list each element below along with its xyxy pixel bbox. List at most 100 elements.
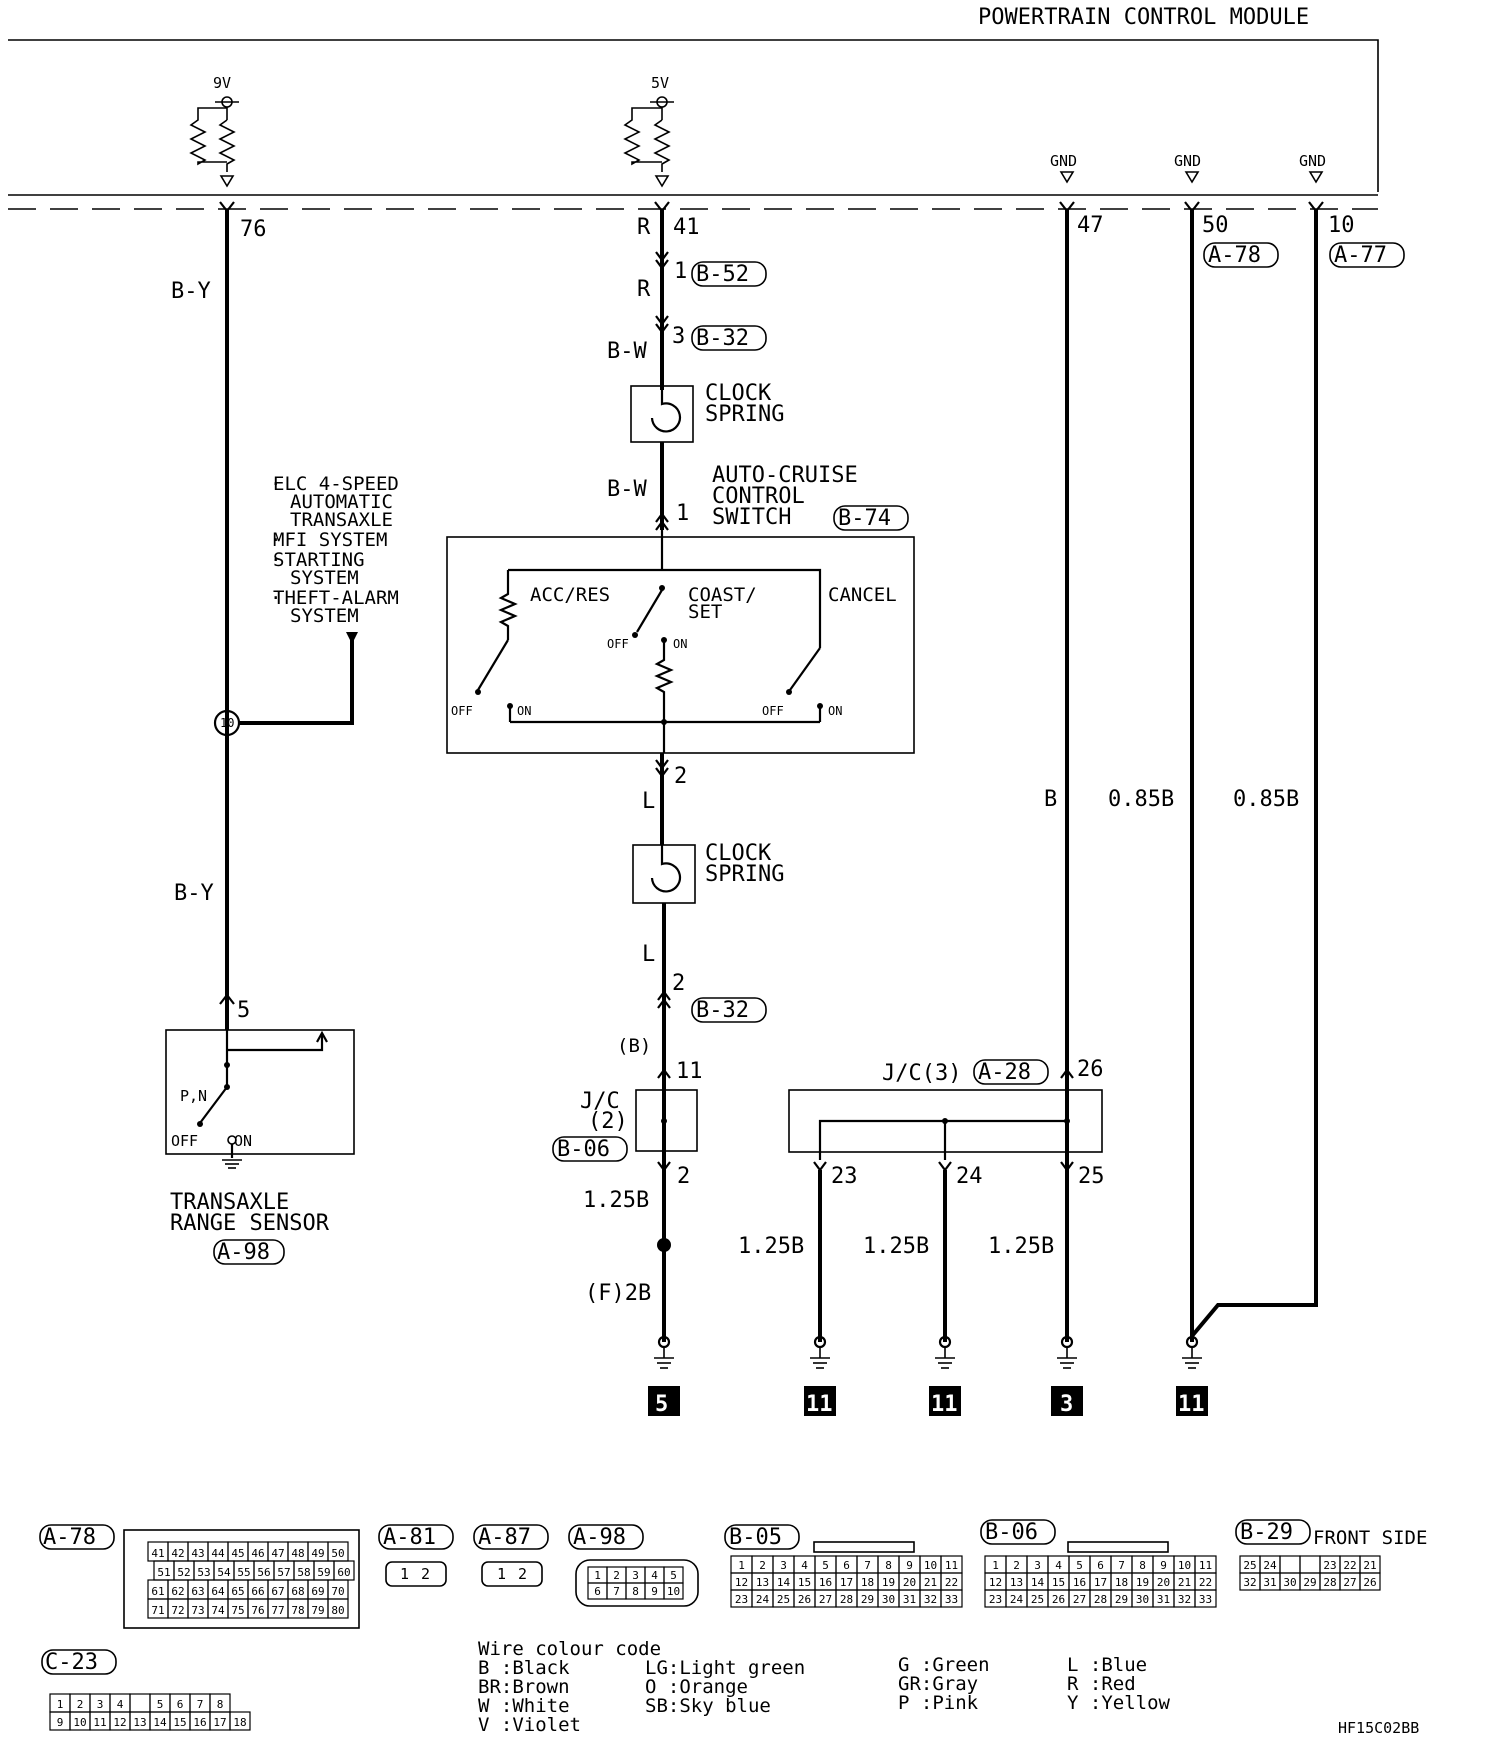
pin-number: 13 — [133, 1716, 146, 1729]
svg-text:STARTING: STARTING — [273, 549, 365, 571]
auto-cruise-switch-label: AUTO-CRUISE CONTROL SWITCH B-74 1 — [655, 463, 909, 531]
pin-number: 11 — [1199, 1559, 1212, 1572]
pin-number: 11 — [945, 1559, 958, 1572]
pin-number: 42 — [171, 1547, 184, 1560]
svg-text:11: 11 — [931, 1392, 958, 1417]
svg-text:1: 1 — [400, 1565, 409, 1583]
pin-number: 71 — [151, 1604, 164, 1617]
module-gnd-47: GND — [1050, 152, 1077, 184]
pin-number: 17 — [1094, 1576, 1107, 1589]
pin-number: 30 — [882, 1593, 895, 1606]
pin-number: 2 — [759, 1559, 766, 1572]
sensor-pn-label: P,N — [180, 1087, 207, 1105]
clock-spring-upper: CLOCK SPRING B-W — [607, 381, 784, 530]
pin-number: 67 — [271, 1585, 284, 1598]
svg-text:GR:Gray: GR:Gray — [898, 1673, 978, 1695]
pin-number: 4 — [117, 1698, 124, 1711]
pin-number: 72 — [171, 1604, 184, 1617]
svg-text:G :Green: G :Green — [898, 1654, 990, 1676]
pin-number: 6 — [1097, 1559, 1104, 1572]
svg-text:OFF: OFF — [607, 637, 629, 651]
svg-text:2: 2 — [674, 764, 687, 789]
pin-number: 1 — [738, 1559, 745, 1572]
pin-number: 26 — [1363, 1576, 1376, 1589]
svg-text:CANCEL: CANCEL — [828, 584, 897, 606]
pin-number: 62 — [171, 1585, 184, 1598]
svg-text:TRANSAXLE: TRANSAXLE — [170, 1190, 289, 1215]
pin-number: 25 — [777, 1593, 790, 1606]
ground-11-c: 11 — [1176, 1335, 1208, 1417]
pin-number: 51 — [157, 1566, 170, 1579]
pin-number: 54 — [217, 1566, 231, 1579]
pin-number: 5 — [822, 1559, 829, 1572]
pin-number: 4 — [651, 1569, 658, 1582]
svg-text:1: 1 — [497, 1565, 506, 1583]
svg-text:Y :Yellow: Y :Yellow — [1067, 1692, 1171, 1714]
pin-number: 9 — [906, 1559, 913, 1572]
legend-a87-label: A-87 — [478, 1525, 531, 1550]
svg-text:RANGE SENSOR: RANGE SENSOR — [170, 1211, 330, 1236]
pin-number: 52 — [177, 1566, 190, 1579]
pin-number: 9 — [651, 1585, 658, 1598]
pin-number: 26 — [1052, 1593, 1065, 1606]
pin-number: 4 — [801, 1559, 808, 1572]
pin-number: 33 — [1199, 1593, 1212, 1606]
pin-cell — [1359, 1572, 1381, 1591]
pin-number: 12 — [989, 1576, 1002, 1589]
pin-number: 68 — [291, 1585, 304, 1598]
svg-text:·: · — [270, 587, 281, 609]
pin-number: 5 — [670, 1569, 677, 1582]
pin-number: 16 — [819, 1576, 832, 1589]
svg-text:O :Orange: O :Orange — [645, 1676, 748, 1698]
connector-a78: A-78 — [1208, 243, 1261, 268]
svg-text:MFI SYSTEM: MFI SYSTEM — [273, 529, 387, 551]
module-title: POWERTRAIN CONTROL MODULE — [978, 5, 1309, 30]
svg-text:SB:Sky blue: SB:Sky blue — [645, 1695, 771, 1717]
pin-number: 21 — [1363, 1559, 1376, 1572]
pin-number: 21 — [924, 1576, 937, 1589]
pin-number: 78 — [291, 1604, 304, 1617]
svg-text:(B): (B) — [617, 1035, 651, 1057]
pin-number: 6 — [594, 1585, 601, 1598]
svg-text:11: 11 — [676, 1059, 703, 1084]
svg-text:3: 3 — [672, 324, 685, 349]
pin-47-label: 47 — [1077, 213, 1104, 238]
pin-number: 28 — [1094, 1593, 1107, 1606]
wire-color-by-bottom: B-Y — [174, 881, 214, 906]
svg-text:B-W: B-W — [607, 339, 647, 364]
pin-cell — [1194, 1589, 1217, 1608]
pin-number: 55 — [237, 1566, 250, 1579]
svg-text:0.85B: 0.85B — [1108, 787, 1174, 812]
module-gnd-50: GND — [1174, 152, 1201, 184]
legend-b29-label: B-29 — [1240, 1520, 1293, 1545]
svg-text:R :Red: R :Red — [1067, 1673, 1136, 1695]
pin-cell — [663, 1582, 684, 1600]
supply-5v-label: 5V — [651, 74, 669, 92]
wire-50: 50 A-78 0.85B — [1108, 201, 1279, 1342]
svg-text:R: R — [637, 277, 651, 302]
svg-text:BR:Brown: BR:Brown — [478, 1676, 570, 1698]
pin-number: 3 — [780, 1559, 787, 1572]
pin-number: 25 — [1031, 1593, 1044, 1606]
pin-cell — [229, 1711, 251, 1731]
pin-cell — [940, 1589, 963, 1608]
svg-text:OFF: OFF — [762, 704, 784, 718]
svg-text:CLOCK: CLOCK — [705, 381, 772, 406]
wire-41: R 41 1 B-52 R 3 B-32 B-W — [607, 201, 767, 390]
pin-number: 29 — [861, 1593, 874, 1606]
pin-number: 7 — [1118, 1559, 1125, 1572]
svg-text:V :Violet: V :Violet — [478, 1714, 581, 1736]
pin-number: 1 — [594, 1569, 601, 1582]
connector-b32-top: B-32 — [696, 326, 749, 351]
pin-number: 14 — [1031, 1576, 1045, 1589]
pin-number: 5 — [157, 1698, 164, 1711]
pin-number: 45 — [231, 1547, 244, 1560]
svg-text:R: R — [637, 215, 651, 240]
pin-number: 32 — [924, 1593, 937, 1606]
pin-number: 47 — [271, 1547, 284, 1560]
pin-number: 61 — [151, 1585, 164, 1598]
connector-b32-bottom: B-32 — [696, 998, 749, 1023]
legend-b05-label: B-05 — [729, 1525, 782, 1550]
